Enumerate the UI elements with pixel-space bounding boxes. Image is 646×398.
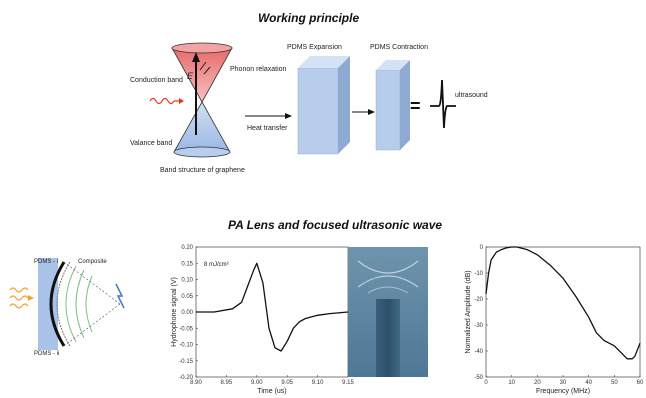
heat-transfer-label: Heat transfer: [247, 125, 288, 132]
band-structure-label: Band structure of graphene: [160, 167, 245, 174]
band-structure-diagram: [171, 42, 233, 158]
pdms-contraction-block: [375, 60, 410, 151]
y-tick-label: 0: [480, 245, 484, 251]
pdms-expansion-to-contraction-arrow: [352, 109, 375, 115]
pdms-ii-label: PDMS - ii: [34, 351, 60, 357]
x-tick-label: 40: [585, 380, 592, 386]
y-tick-label: -0.15: [179, 359, 193, 365]
series-line: [485, 246, 641, 360]
x-tick-label: 60: [637, 380, 644, 386]
x-tick-label: 8.90: [190, 380, 202, 386]
composite-label: Composite: [78, 259, 107, 265]
phonon-relaxation-label: Phonon relaxation: [230, 66, 287, 73]
y-tick-label: 0.10: [181, 278, 193, 284]
y-tick-label: -20: [474, 297, 483, 303]
y-tick-label: -30: [474, 323, 483, 329]
fluence-annotation: 8 mJ/cm²: [204, 262, 229, 268]
pdms-expansion-block: [297, 56, 350, 155]
x-axis-label: Frequency (MHz): [536, 388, 590, 395]
y-tick-label: -40: [474, 349, 483, 355]
x-tick-label: 0: [484, 380, 488, 386]
y-tick-label: -50: [474, 375, 483, 381]
series-line: [196, 262, 349, 352]
pdms-expansion-label: PDMS Expansion: [287, 44, 342, 51]
y-axis-label: Normalized Amplitude (dB): [465, 270, 472, 353]
heat-transfer-arrow: [245, 113, 292, 119]
plot-frame: [485, 246, 641, 378]
y-tick-label: -0.10: [179, 343, 193, 349]
ultrasound-waveform: [430, 79, 456, 129]
energy-symbol: E: [187, 71, 194, 81]
y-tick-label: -0.05: [179, 326, 193, 332]
y-tick-label: 0.20: [181, 245, 193, 251]
pa-lens-diagram: [9, 258, 125, 350]
x-tick-label: 50: [611, 380, 618, 386]
y-tick-label: 0.05: [181, 294, 193, 300]
y-tick-label: 0.15: [181, 261, 193, 267]
x-tick-label: 20: [534, 380, 541, 386]
x-tick-label: 30: [560, 380, 567, 386]
equals-sign: =: [410, 96, 421, 116]
y-tick-label: 0.00: [181, 310, 193, 316]
x-tick-label: 9.15: [342, 380, 354, 386]
y-tick-label: -0.20: [179, 375, 193, 381]
x-tick-label: 9.10: [312, 380, 324, 386]
laser-wave-icon: [149, 97, 184, 105]
y-tick-label: -10: [474, 271, 483, 277]
x-axis-label: Time (us): [257, 388, 286, 395]
ultrasound-field-image: [348, 247, 428, 377]
ultrasound-label: ultrasound: [455, 92, 488, 99]
x-tick-label: 9.05: [281, 380, 293, 386]
pa-lens-title: PA Lens and focused ultrasonic wave: [228, 218, 443, 232]
x-tick-label: 9.00: [251, 380, 263, 386]
conduction-band-label: Conduction band: [130, 77, 183, 84]
working-principle-title: Working principle: [258, 11, 360, 25]
x-tick-label: 10: [508, 380, 515, 386]
pdms-i-label: PDMS - i: [34, 259, 58, 265]
pdms-contraction-label: PDMS Contraction: [370, 44, 428, 51]
valance-band-label: Valance band: [130, 140, 173, 147]
y-axis-label: Hydrophone signal (V): [171, 277, 178, 347]
x-tick-label: 8.95: [221, 380, 233, 386]
